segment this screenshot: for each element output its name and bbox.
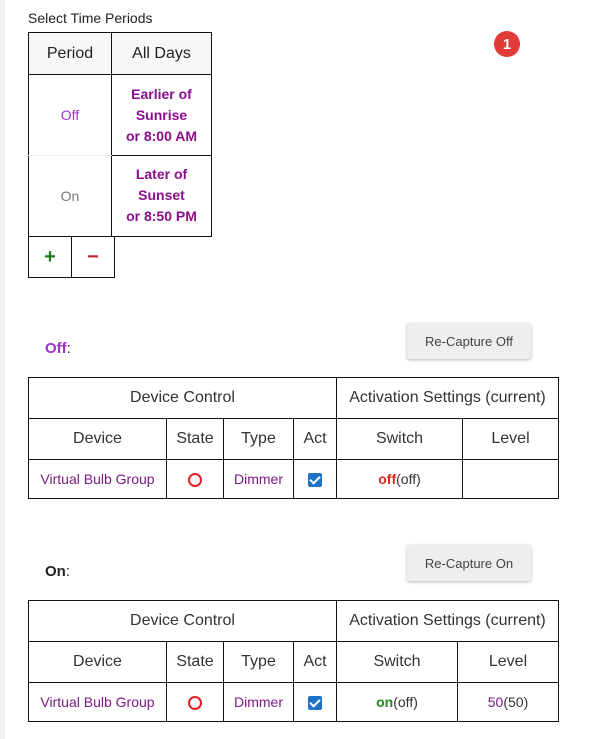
time-line: Later of: [135, 166, 188, 183]
time-line: Sunrise: [135, 106, 188, 123]
switch-cell[interactable]: on(off): [336, 682, 458, 722]
left-border: [0, 0, 5, 739]
col-type: Type: [223, 418, 294, 460]
col-level: Level: [457, 641, 559, 683]
state-cell: [166, 459, 224, 499]
period-off-cell[interactable]: Off: [28, 74, 112, 156]
col-device: Device: [28, 641, 167, 683]
switch-value: on: [376, 694, 394, 710]
device-name-link[interactable]: Virtual Bulb Group: [28, 459, 167, 499]
switch-current: (off): [393, 694, 418, 710]
recapture-off-button[interactable]: Re-Capture Off: [407, 323, 531, 359]
time-line: Sunset: [138, 187, 185, 204]
col-act: Act: [293, 641, 337, 683]
on-section-label: On:: [45, 563, 70, 580]
level-cell[interactable]: [462, 459, 559, 499]
act-checkbox[interactable]: [308, 696, 322, 711]
col-device: Device: [28, 418, 167, 460]
time-on-cell[interactable]: Later of Sunset or 8:50 PM: [111, 155, 212, 237]
state-cell: [166, 682, 224, 722]
col-switch: Switch: [336, 641, 458, 683]
label-suffix: :: [66, 340, 71, 357]
switch-value: off: [378, 471, 397, 487]
activation-settings-header: Activation Settings (current): [336, 377, 559, 419]
on-section-name: On: [45, 563, 66, 580]
period-row-off: Off Earlier of Sunrise or 8:00 AM: [28, 74, 212, 156]
page-heading: Select Time Periods: [28, 10, 153, 26]
circle-outline-icon: [188, 473, 202, 488]
notification-badge: 1: [494, 31, 520, 57]
col-switch: Switch: [336, 418, 463, 460]
label-suffix: :: [65, 563, 71, 580]
time-line: Earlier of: [131, 85, 192, 102]
col-state: State: [166, 418, 224, 460]
off-section-name: Off: [45, 340, 67, 357]
col-type: Type: [223, 641, 294, 683]
act-checkbox[interactable]: [308, 473, 322, 488]
time-line: or 8:50 PM: [126, 208, 197, 225]
remove-period-button[interactable]: −: [87, 245, 99, 268]
all-days-header: All Days: [111, 32, 212, 75]
activation-settings-header: Activation Settings (current): [336, 600, 559, 642]
act-cell: [293, 682, 337, 722]
table-row: Virtual Bulb Group Dimmer off(off): [28, 459, 559, 499]
add-period-button[interactable]: +: [29, 237, 72, 277]
period-row-on: On Later of Sunset or 8:50 PM: [28, 155, 212, 237]
level-current: (50): [503, 694, 529, 710]
device-control-header: Device Control: [28, 377, 337, 419]
on-device-table: Device Control Activation Settings (curr…: [28, 600, 559, 722]
table-row: Virtual Bulb Group Dimmer on(off) 50(50): [28, 682, 559, 722]
time-periods-table: Period All Days Off Earlier of Sunrise o…: [28, 32, 212, 237]
level-cell[interactable]: 50(50): [457, 682, 559, 722]
time-off-cell[interactable]: Earlier of Sunrise or 8:00 AM: [111, 74, 212, 156]
off-device-table: Device Control Activation Settings (curr…: [28, 377, 559, 499]
col-state: State: [166, 641, 224, 683]
device-type: Dimmer: [223, 682, 294, 722]
switch-current: (off): [396, 471, 421, 487]
act-cell: [293, 459, 337, 499]
device-type: Dimmer: [223, 459, 294, 499]
off-section-label: Off:: [45, 340, 71, 357]
period-add-remove: + −: [28, 236, 115, 278]
recapture-on-button[interactable]: Re-Capture On: [407, 545, 531, 581]
col-level: Level: [462, 418, 559, 460]
level-value: 50: [487, 694, 504, 710]
col-act: Act: [293, 418, 337, 460]
device-control-header: Device Control: [28, 600, 337, 642]
time-line: or 8:00 AM: [125, 127, 198, 144]
circle-outline-icon: [188, 696, 202, 711]
period-on-cell[interactable]: On: [28, 155, 112, 236]
switch-cell[interactable]: off(off): [336, 459, 463, 499]
device-name-link[interactable]: Virtual Bulb Group: [28, 682, 167, 722]
period-header: Period: [28, 32, 112, 75]
